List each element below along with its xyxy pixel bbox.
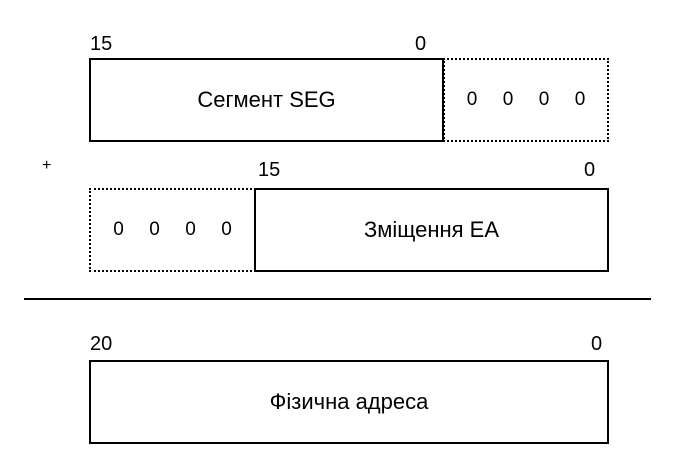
zero-digit: 0 <box>221 219 232 240</box>
segment-shift-zeros-box: 0 0 0 0 <box>443 58 609 142</box>
segment-bit-high-label: 15 <box>90 33 113 55</box>
physical-address-label: Фізична адреса <box>269 389 429 414</box>
offset-bit-low-label: 0 <box>584 159 596 181</box>
sum-divider-line <box>24 298 651 300</box>
zero-digit: 0 <box>185 219 196 240</box>
zero-digit: 0 <box>466 89 478 110</box>
zero-digit: 0 <box>149 219 160 240</box>
segment-label: Сегмент SEG <box>197 87 336 112</box>
zero-digit: 0 <box>538 89 550 110</box>
offset-bit-high-label: 15 <box>258 159 281 181</box>
zero-digit: 0 <box>502 89 514 110</box>
offset-label: Зміщення EA <box>363 217 500 242</box>
segment-shift-zeros: 0 0 0 0 <box>454 89 598 111</box>
zero-digit: 0 <box>113 219 124 240</box>
offset-prefix-zeros-box: 0 0 0 0 <box>89 188 256 272</box>
offset-box: Зміщення EA <box>254 188 609 272</box>
physical-bit-high-label: 20 <box>90 333 113 355</box>
zero-digit: 0 <box>574 89 586 110</box>
plus-sign: + <box>42 157 52 174</box>
offset-prefix-zeros: 0 0 0 0 <box>101 219 245 241</box>
physical-address-box: Фізична адреса <box>89 360 609 444</box>
segment-bit-low-label: 0 <box>415 33 427 55</box>
segment-box: Сегмент SEG <box>89 58 444 142</box>
physical-bit-low-label: 0 <box>591 333 603 355</box>
